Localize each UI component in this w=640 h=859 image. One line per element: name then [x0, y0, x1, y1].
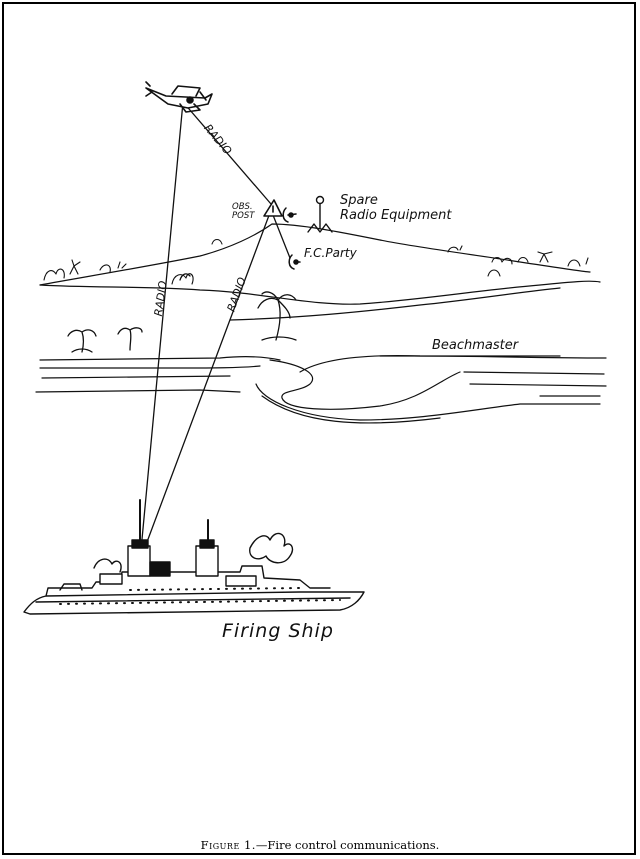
spare-radio-antenna-icon: [307, 195, 333, 233]
hill-ridge: [39, 223, 601, 321]
radio-link-plane-to-ship: [140, 101, 184, 551]
figure-caption-text: —Fire control communications.: [255, 838, 440, 852]
obs-post-label: OBS. POST: [232, 203, 254, 221]
figure-number: Figure 1.: [200, 838, 256, 852]
obs-post-label-line2: POST: [232, 211, 255, 221]
observation-plane-icon: [145, 81, 213, 113]
figure-caption: Figure 1.—Fire control communications.: [0, 838, 640, 852]
radio-link-obs-to-ship: [143, 209, 272, 551]
fc-party-label: F.C.Party: [304, 246, 357, 260]
spare-radio-label: Spare Radio Equipment: [340, 193, 452, 223]
spare-radio-label-line1: Spare: [340, 193, 378, 208]
shoreline: [35, 355, 607, 424]
fc-party-dish-icon: [288, 254, 301, 270]
palm-trees: [67, 273, 297, 353]
firing-ship-icon: [23, 499, 365, 615]
spare-radio-label-line2: Radio Equipment: [340, 208, 452, 223]
radio-links: [140, 101, 291, 551]
obs-radio-dish-icon: [282, 207, 297, 223]
beachmaster-label: Beachmaster: [432, 338, 519, 353]
obs-post-label-line1: OBS.: [232, 202, 253, 212]
radio-link-plane-to-obs: [182, 101, 272, 205]
firing-ship-label: Firing Ship: [222, 620, 334, 642]
radio-link-obs-to-fc-party: [270, 209, 291, 259]
obs-post-triangle-icon: [263, 199, 283, 217]
shrubs: [43, 238, 589, 285]
